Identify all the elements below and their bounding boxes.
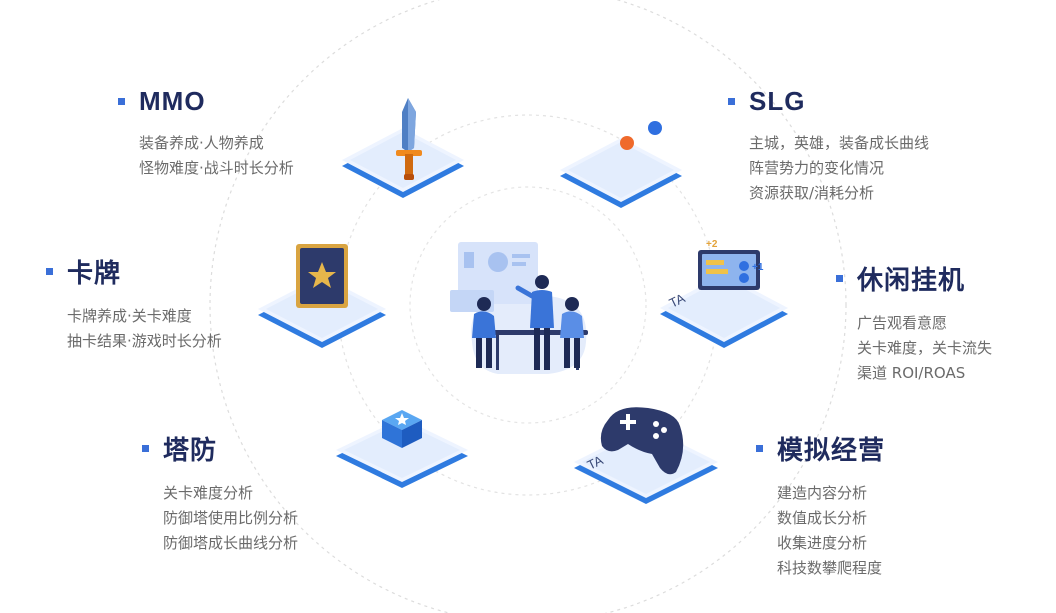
genre-mmo: MMO 装备养成·人物养成 怪物难度·战斗时长分析	[118, 86, 294, 181]
genre-line: 防御塔成长曲线分析	[163, 534, 299, 552]
star-card-icon	[258, 244, 386, 348]
bullet-icon	[728, 98, 735, 105]
genre-line: 关卡难度分析	[163, 484, 254, 502]
genre-title: MMO	[139, 86, 206, 116]
genre-line: 关卡难度，关卡流失	[857, 339, 993, 357]
tile-ta-label: TA	[585, 452, 606, 472]
bullet-icon	[756, 445, 763, 452]
genre-line: 主城，英雄，装备成长曲线	[749, 134, 930, 152]
tile-ta-label: TA	[667, 290, 688, 310]
bullet-icon	[836, 275, 843, 282]
genre-idle: 休闲挂机 广告观看意愿 关卡难度，关卡流失 渠道 ROI/ROAS	[836, 260, 992, 386]
genre-line: 装备养成·人物养成	[139, 134, 264, 152]
laptop-icon: +2 +1 TA	[660, 239, 788, 348]
genre-line: 怪物难度·战斗时长分析	[139, 159, 294, 177]
bullet-icon	[46, 268, 53, 275]
genre-title: SLG	[749, 86, 806, 116]
bullet-icon	[118, 98, 125, 105]
genre-line: 广告观看意愿	[857, 314, 948, 332]
orbs-icon	[560, 121, 682, 208]
score-label: +2	[706, 239, 718, 250]
genre-line: 卡牌养成·关卡难度	[67, 307, 192, 325]
genre-line: 科技数攀爬程度	[777, 559, 883, 577]
genre-line: 渠道 ROI/ROAS	[857, 364, 966, 382]
gamepad-icon: TA	[574, 407, 718, 504]
team-meeting-illustration	[450, 242, 588, 374]
genre-line: 资源获取/消耗分析	[749, 184, 875, 202]
genre-title: 塔防	[163, 435, 218, 465]
genre-line: 阵营势力的变化情况	[749, 159, 885, 177]
score-label: +1	[752, 262, 764, 273]
genre-line: 建造内容分析	[777, 484, 868, 502]
genre-line: 收集进度分析	[777, 534, 868, 552]
genre-title: 休闲挂机	[857, 265, 966, 295]
genre-simulation: 模拟经营 建造内容分析 数值成长分析 收集进度分析 科技数攀爬程度	[756, 430, 885, 581]
genre-line: 防御塔使用比例分析	[163, 509, 299, 527]
genre-line: 抽卡结果·游戏时长分析	[67, 332, 222, 350]
genre-card: 卡牌 卡牌养成·关卡难度 抽卡结果·游戏时长分析	[46, 253, 222, 354]
genre-slg: SLG 主城，英雄，装备成长曲线 阵营势力的变化情况 资源获取/消耗分析	[728, 86, 929, 206]
sword-icon	[342, 98, 464, 198]
cube-star-icon	[336, 410, 468, 488]
genre-title: 卡牌	[67, 258, 122, 288]
bullet-icon	[142, 445, 149, 452]
genre-line: 数值成长分析	[777, 509, 868, 527]
genre-title: 模拟经营	[777, 435, 886, 465]
genre-tower-defense: 塔防 关卡难度分析 防御塔使用比例分析 防御塔成长曲线分析	[142, 430, 298, 556]
